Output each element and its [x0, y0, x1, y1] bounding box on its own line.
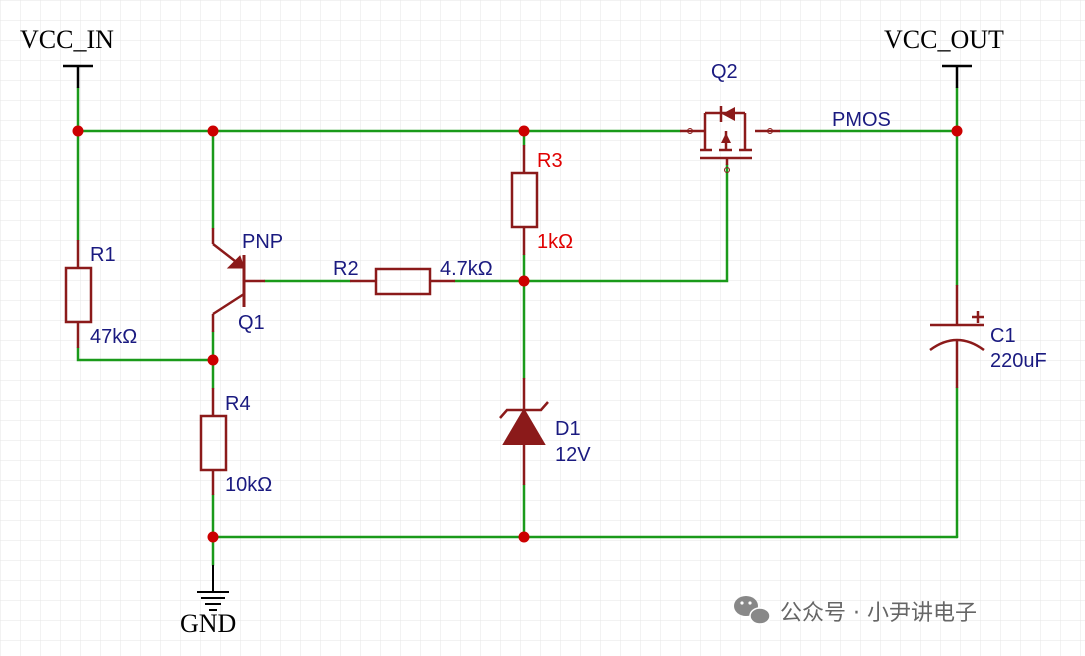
watermark-text: 公众号 · 小尹讲电子 [780, 601, 977, 626]
r1-value: 47kΩ [90, 326, 137, 348]
r2-ref: R2 [333, 258, 359, 280]
zener-d1 [499, 378, 549, 485]
d1-value: 12V [555, 444, 591, 466]
r1-ref: R1 [90, 244, 116, 266]
net-label-pmos: PMOS [832, 109, 891, 131]
net-label-gnd: GND [180, 609, 236, 638]
transistor-q1 [211, 228, 265, 332]
resistor-r2 [350, 267, 455, 296]
d1-ref: D1 [555, 418, 581, 440]
watermark: 公众号 · 小尹讲电子 [734, 596, 977, 626]
wire-r1-bottom [76, 346, 215, 362]
r4-ref: R4 [225, 393, 251, 415]
q2-ref: Q2 [711, 61, 738, 83]
gnd-symbol [197, 565, 229, 611]
net-label-vcc-out: VCC_OUT [884, 25, 1004, 54]
resistor-r4 [199, 388, 228, 495]
r3-ref: R3 [537, 150, 563, 172]
vcc-in-port [63, 64, 93, 88]
wechat-icon [734, 596, 771, 625]
r4-value: 10kΩ [225, 474, 272, 496]
c1-ref: C1 [990, 325, 1016, 347]
r3-value: 1kΩ [537, 231, 573, 253]
r2-value: 4.7kΩ [440, 258, 493, 280]
vcc-out-port [942, 64, 972, 88]
resistor-r3 [510, 145, 539, 255]
q1-type: PNP [242, 231, 283, 253]
capacitor-c1 [929, 285, 985, 388]
mosfet-q2 [680, 106, 780, 173]
wire-r2-gate [453, 163, 729, 283]
net-label-vcc-in: VCC_IN [20, 25, 114, 54]
q1-ref: Q1 [238, 312, 265, 334]
c1-value: 220uF [990, 350, 1047, 372]
resistor-r1 [64, 240, 93, 348]
junctions [72, 125, 963, 543]
